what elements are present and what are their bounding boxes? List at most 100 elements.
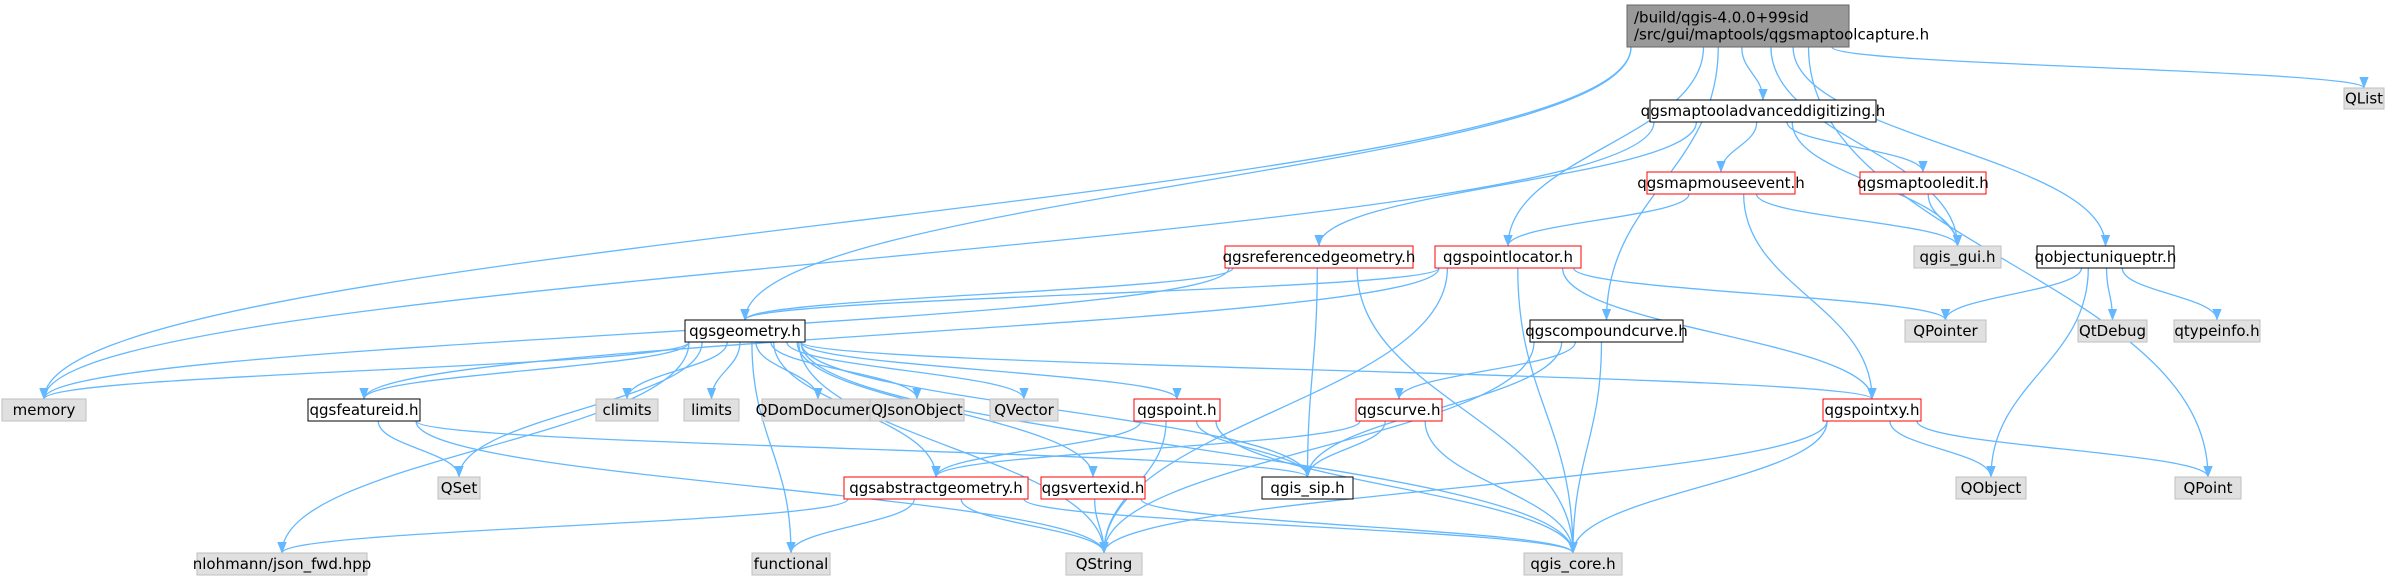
- edge-mouseevent-to-pointlocator: [1503, 193, 1690, 247]
- node-qpoint: QPoint: [2174, 476, 2242, 500]
- node-box-limits: [683, 398, 740, 422]
- node-qdomdoc: QDomDocument: [756, 398, 881, 422]
- edge-tooledit-to-qgisgui: [1927, 193, 1963, 247]
- node-label-qstring: QString: [1076, 555, 1133, 573]
- edge-geometry-to-json: [277, 341, 690, 554]
- node-pointxy[interactable]: qgspointxy.h: [1822, 398, 1922, 422]
- node-label-qset: QSet: [441, 479, 478, 497]
- node-advdig[interactable]: qgsmaptooladvanceddigitizing.h: [1641, 99, 1886, 123]
- node-label-advdig: qgsmaptooladvanceddigitizing.h: [1641, 102, 1886, 120]
- node-label-curve: qgscurve.h: [1357, 401, 1440, 419]
- edge-pointxy-to-qpoint: [1916, 420, 2213, 478]
- node-box-qobject: [1955, 476, 2027, 500]
- node-box-json: [196, 552, 368, 576]
- node-compound[interactable]: qgscompoundcurve.h: [1525, 319, 1688, 343]
- node-label-qtdebug: QtDebug: [2079, 322, 2146, 340]
- node-label-functional: functional: [754, 555, 829, 573]
- edge-refgeom-to-memory: [39, 267, 1230, 400]
- node-label-tooledit: qgsmaptooledit.h: [1857, 174, 1989, 192]
- edge-mouseevent-to-qgisgui: [1755, 193, 1963, 247]
- node-label-climits: climits: [602, 401, 651, 419]
- edge-objuniq-to-qpointer: [1940, 267, 2083, 321]
- node-vertexid[interactable]: qgsvertexid.h: [1040, 476, 1146, 500]
- node-limits: limits: [683, 398, 740, 422]
- node-label-refgeom: qgsreferencedgeometry.h: [1223, 248, 1416, 266]
- node-label-pointlocator: qgspointlocator.h: [1443, 248, 1573, 266]
- edge-qgspoint-to-absgeom: [931, 420, 1142, 478]
- node-box-qgisgui: [1913, 245, 2002, 269]
- node-label-qgisgui: qgis_gui.h: [1920, 248, 1996, 267]
- edge-compound-to-qgiscore: [1568, 341, 1603, 554]
- node-qgissip[interactable]: qgis_sip.h: [1261, 476, 1354, 500]
- node-label-featureid: qgsfeatureid.h: [310, 401, 419, 419]
- node-box-curve: [1355, 398, 1443, 422]
- edge-geometry-to-featureid: [359, 341, 690, 400]
- node-functional: functional: [751, 552, 831, 576]
- edge-geometry-to-climits: [622, 341, 728, 400]
- node-qtdebug: QtDebug: [2077, 319, 2148, 343]
- edge-advdig-to-refgeom: [1314, 121, 1698, 247]
- node-refgeom[interactable]: qgsreferencedgeometry.h: [1223, 245, 1416, 269]
- node-box-qgiscore: [1523, 552, 1623, 576]
- node-label-qdomdoc: QDomDocument: [756, 401, 881, 419]
- edge-absgeom-to-functional: [786, 498, 915, 554]
- node-label-vertexid: qgsvertexid.h: [1042, 479, 1145, 497]
- edge-compound-to-curve: [1394, 341, 1577, 400]
- edge-geometry-to-qset: [454, 341, 703, 478]
- edge-geometry-to-qstring: [798, 341, 1109, 554]
- node-label-mouseevent: qgsmapmouseevent.h: [1637, 174, 1805, 192]
- node-root[interactable]: /build/qgis-4.0.0+99sid/src/gui/maptools…: [1626, 4, 1929, 48]
- node-box-qvector: [989, 398, 1059, 422]
- node-pointlocator[interactable]: qgspointlocator.h: [1434, 245, 1582, 269]
- node-box-qtdebug: [2077, 319, 2148, 343]
- edge-refgeom-to-qgiscore: [1356, 267, 1578, 554]
- edge-absgeom-to-json: [277, 498, 849, 554]
- node-qgspoint[interactable]: qgspoint.h: [1133, 398, 1221, 422]
- edge-vertexid-to-qgiscore: [1140, 498, 1578, 554]
- edge-root-to-geometry: [740, 46, 1632, 321]
- edge-geometry-to-qgspoint: [800, 341, 1182, 400]
- node-box-qpointer: [1904, 319, 1987, 343]
- node-box-compound: [1529, 319, 1684, 343]
- node-label-qobject: QObject: [1961, 479, 2022, 497]
- edge-root-to-advdig: [1741, 46, 1768, 101]
- edge-curve-to-qgissip: [1302, 420, 1386, 478]
- edge-pointlocator-to-qpointer: [1572, 267, 1951, 321]
- edge-featureid-to-qgissip: [415, 420, 1312, 478]
- node-curve[interactable]: qgscurve.h: [1355, 398, 1443, 422]
- edge-objuniq-to-qtypeinfo: [2121, 267, 2222, 321]
- node-label-qvector: QVector: [994, 401, 1054, 419]
- edge-objuniq-to-qtdebug: [2105, 267, 2118, 321]
- edge-refgeom-to-geometry: [740, 267, 1234, 321]
- node-tooledit[interactable]: qgsmaptooledit.h: [1857, 171, 1989, 195]
- edge-geometry-to-pointxy: [800, 341, 1877, 400]
- node-label-compound: qgscompoundcurve.h: [1525, 322, 1687, 340]
- node-box-functional: [751, 552, 831, 576]
- node-box-qset: [437, 476, 481, 500]
- node-featureid[interactable]: qgsfeatureid.h: [307, 398, 421, 422]
- edge-curve-to-qgiscore: [1424, 420, 1578, 554]
- edge-geometry-to-limits: [706, 341, 741, 400]
- edge-compound-to-qstring: [1099, 341, 1535, 554]
- edge-pointxy-to-qstring: [1099, 420, 1828, 554]
- node-geometry[interactable]: qgsgeometry.h: [684, 319, 806, 343]
- edge-geometry-to-functional: [751, 341, 796, 554]
- node-label-qtypeinfo: qtypeinfo.h: [2174, 322, 2259, 340]
- node-qset: QSet: [437, 476, 481, 500]
- node-label-absgeom: qgsabstractgeometry.h: [849, 479, 1023, 497]
- nodes-layer: /build/qgis-4.0.0+99sid/src/gui/maptools…: [1, 4, 2385, 576]
- edge-geometry-to-qvector: [786, 341, 1029, 400]
- node-objuniq[interactable]: qobjectuniqueptr.h: [2035, 245, 2177, 269]
- node-box-qjson: [869, 398, 965, 422]
- edge-vertexid-to-qstring: [1094, 498, 1109, 554]
- node-absgeom[interactable]: qgsabstractgeometry.h: [843, 476, 1029, 500]
- node-box-qpoint: [2174, 476, 2242, 500]
- edge-geometry-to-qgiscore: [800, 341, 1578, 554]
- edge-pointlocator-to-geometry: [740, 267, 1440, 321]
- node-mouseevent[interactable]: qgsmapmouseevent.h: [1637, 171, 1805, 195]
- node-label-root: /src/gui/maptools/qgsmaptoolcapture.h: [1634, 26, 1929, 44]
- node-box-root: [1626, 4, 1850, 48]
- node-label-qgissip: qgis_sip.h: [1270, 479, 1344, 498]
- node-json: nlohmann/json_fwd.hpp: [193, 552, 371, 576]
